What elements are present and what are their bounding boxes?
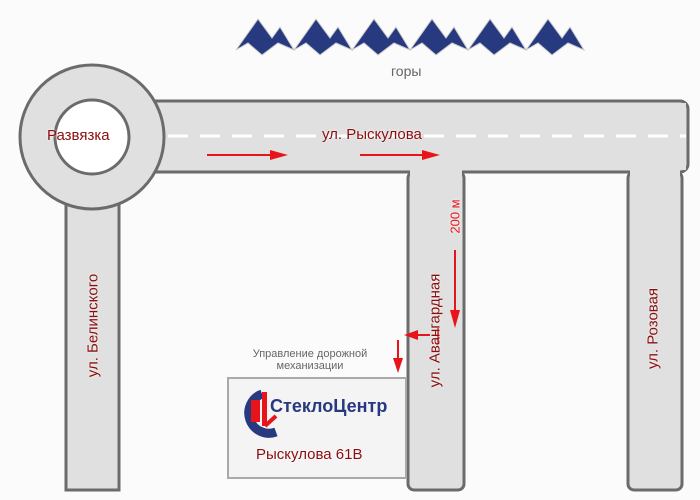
destination-address: Рыскулова 61В — [256, 446, 363, 463]
mountain-peak — [351, 18, 412, 56]
mountains-icon — [235, 18, 586, 56]
street-rozovaya-label: ул. Розовая — [644, 287, 662, 370]
mountain-peak — [235, 18, 296, 56]
mountain-peak — [409, 18, 470, 56]
street-belinskogo-label: ул. Белинского — [84, 273, 102, 378]
street-ryskulova-label: ул. Рыскулова — [322, 126, 422, 143]
mountains-label: горы — [391, 63, 422, 79]
steklocentr-logo-icon — [244, 389, 278, 438]
roundabout-label: Развязка — [47, 127, 110, 144]
logo-text: СтеклоЦентр — [270, 396, 388, 416]
mountain-peak — [525, 18, 586, 56]
route-arrows — [207, 150, 460, 373]
mountain-peak — [293, 18, 354, 56]
distance-label: 200 м — [447, 199, 463, 234]
street-avangardnaya-label: ул. Авангардная — [426, 273, 444, 388]
road-belinskogo — [64, 188, 121, 492]
mountain-peak — [467, 18, 528, 56]
landmark-label: Управление дорожной механизации — [252, 348, 368, 372]
